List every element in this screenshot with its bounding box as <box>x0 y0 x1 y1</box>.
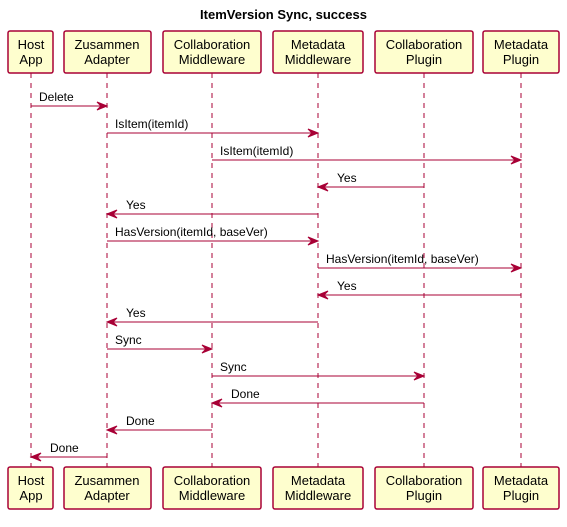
participant-box <box>272 30 364 74</box>
diagram-title: ItemVersion Sync, success <box>200 7 367 22</box>
arrow-head-icon <box>210 398 223 408</box>
participant-box <box>272 466 364 510</box>
participant-box <box>63 30 152 74</box>
participant-label: Zusammen <box>74 37 139 52</box>
message-9: Yes <box>105 306 318 327</box>
message-4: Yes <box>316 171 424 192</box>
arrow-head-icon <box>510 155 523 165</box>
message-label: Yes <box>126 306 146 320</box>
participant-label: Adapter <box>84 52 130 67</box>
participant-box <box>63 466 152 510</box>
message-label: Sync <box>115 333 142 347</box>
message-11: Sync <box>212 360 426 381</box>
arrow-head-icon <box>307 128 320 138</box>
participant-label: Middleware <box>179 488 245 503</box>
message-label: HasVersion(itemId, baseVer) <box>115 225 268 239</box>
message-12: Done <box>210 387 424 408</box>
message-label: Sync <box>220 360 247 374</box>
participant-label: Zusammen <box>74 473 139 488</box>
message-label: IsItem(itemId) <box>115 117 188 131</box>
participant-label: Metadata <box>494 37 549 52</box>
arrow-head-icon <box>201 344 214 354</box>
participant-box <box>374 466 474 510</box>
lifelines <box>30 73 522 467</box>
message-3: IsItem(itemId) <box>212 144 523 165</box>
message-5: Yes <box>105 198 318 219</box>
participant-label: Host <box>18 473 45 488</box>
participant-label: Plugin <box>503 52 539 67</box>
participant-label: App <box>19 52 42 67</box>
arrow-head-icon <box>316 182 329 192</box>
participant-label: Collaboration <box>174 473 251 488</box>
message-8: Yes <box>316 279 521 300</box>
arrow-head-icon <box>96 101 109 111</box>
participants-top: HostAppZusammenAdapterCollaborationMiddl… <box>7 30 560 74</box>
arrow-head-icon <box>316 290 329 300</box>
participant-box <box>374 30 474 74</box>
message-label: Yes <box>126 198 146 212</box>
participant-box <box>162 466 262 510</box>
message-label: HasVersion(itemId, baseVer) <box>326 252 479 266</box>
participant-label: Collaboration <box>386 473 463 488</box>
message-label: Done <box>231 387 260 401</box>
participant-label: Plugin <box>503 488 539 503</box>
messages: DeleteIsItem(itemId)IsItem(itemId)YesYes… <box>29 90 523 462</box>
message-label: IsItem(itemId) <box>220 144 293 158</box>
participant-label: Plugin <box>406 488 442 503</box>
participant-label: Metadata <box>291 37 346 52</box>
message-2: IsItem(itemId) <box>107 117 320 138</box>
participant-box <box>7 466 54 510</box>
participant-label: Plugin <box>406 52 442 67</box>
message-6: HasVersion(itemId, baseVer) <box>107 225 320 246</box>
arrow-head-icon <box>413 371 426 381</box>
participants-bottom: HostAppZusammenAdapterCollaborationMiddl… <box>7 466 560 510</box>
arrow-head-icon <box>105 425 118 435</box>
participant-box <box>482 30 560 74</box>
participant-box <box>7 30 54 74</box>
arrow-head-icon <box>29 452 42 462</box>
message-label: Done <box>126 414 155 428</box>
participant-label: Middleware <box>285 52 351 67</box>
message-13: Done <box>105 414 212 435</box>
arrow-head-icon <box>105 317 118 327</box>
message-10: Sync <box>107 333 214 354</box>
participant-box <box>162 30 262 74</box>
participant-label: Collaboration <box>386 37 463 52</box>
message-label: Yes <box>337 171 357 185</box>
participant-label: Middleware <box>285 488 351 503</box>
participant-label: Middleware <box>179 52 245 67</box>
arrow-head-icon <box>307 236 320 246</box>
participant-label: Adapter <box>84 488 130 503</box>
message-7: HasVersion(itemId, baseVer) <box>318 252 523 273</box>
participant-label: Metadata <box>494 473 549 488</box>
participant-box <box>482 466 560 510</box>
participant-label: Collaboration <box>174 37 251 52</box>
message-label: Yes <box>337 279 357 293</box>
message-label: Done <box>50 441 79 455</box>
message-label: Delete <box>39 90 74 104</box>
message-1: Delete <box>31 90 109 111</box>
arrow-head-icon <box>105 209 118 219</box>
participant-label: Metadata <box>291 473 346 488</box>
participant-label: Host <box>18 37 45 52</box>
message-14: Done <box>29 441 107 462</box>
arrow-head-icon <box>510 263 523 273</box>
participant-label: App <box>19 488 42 503</box>
